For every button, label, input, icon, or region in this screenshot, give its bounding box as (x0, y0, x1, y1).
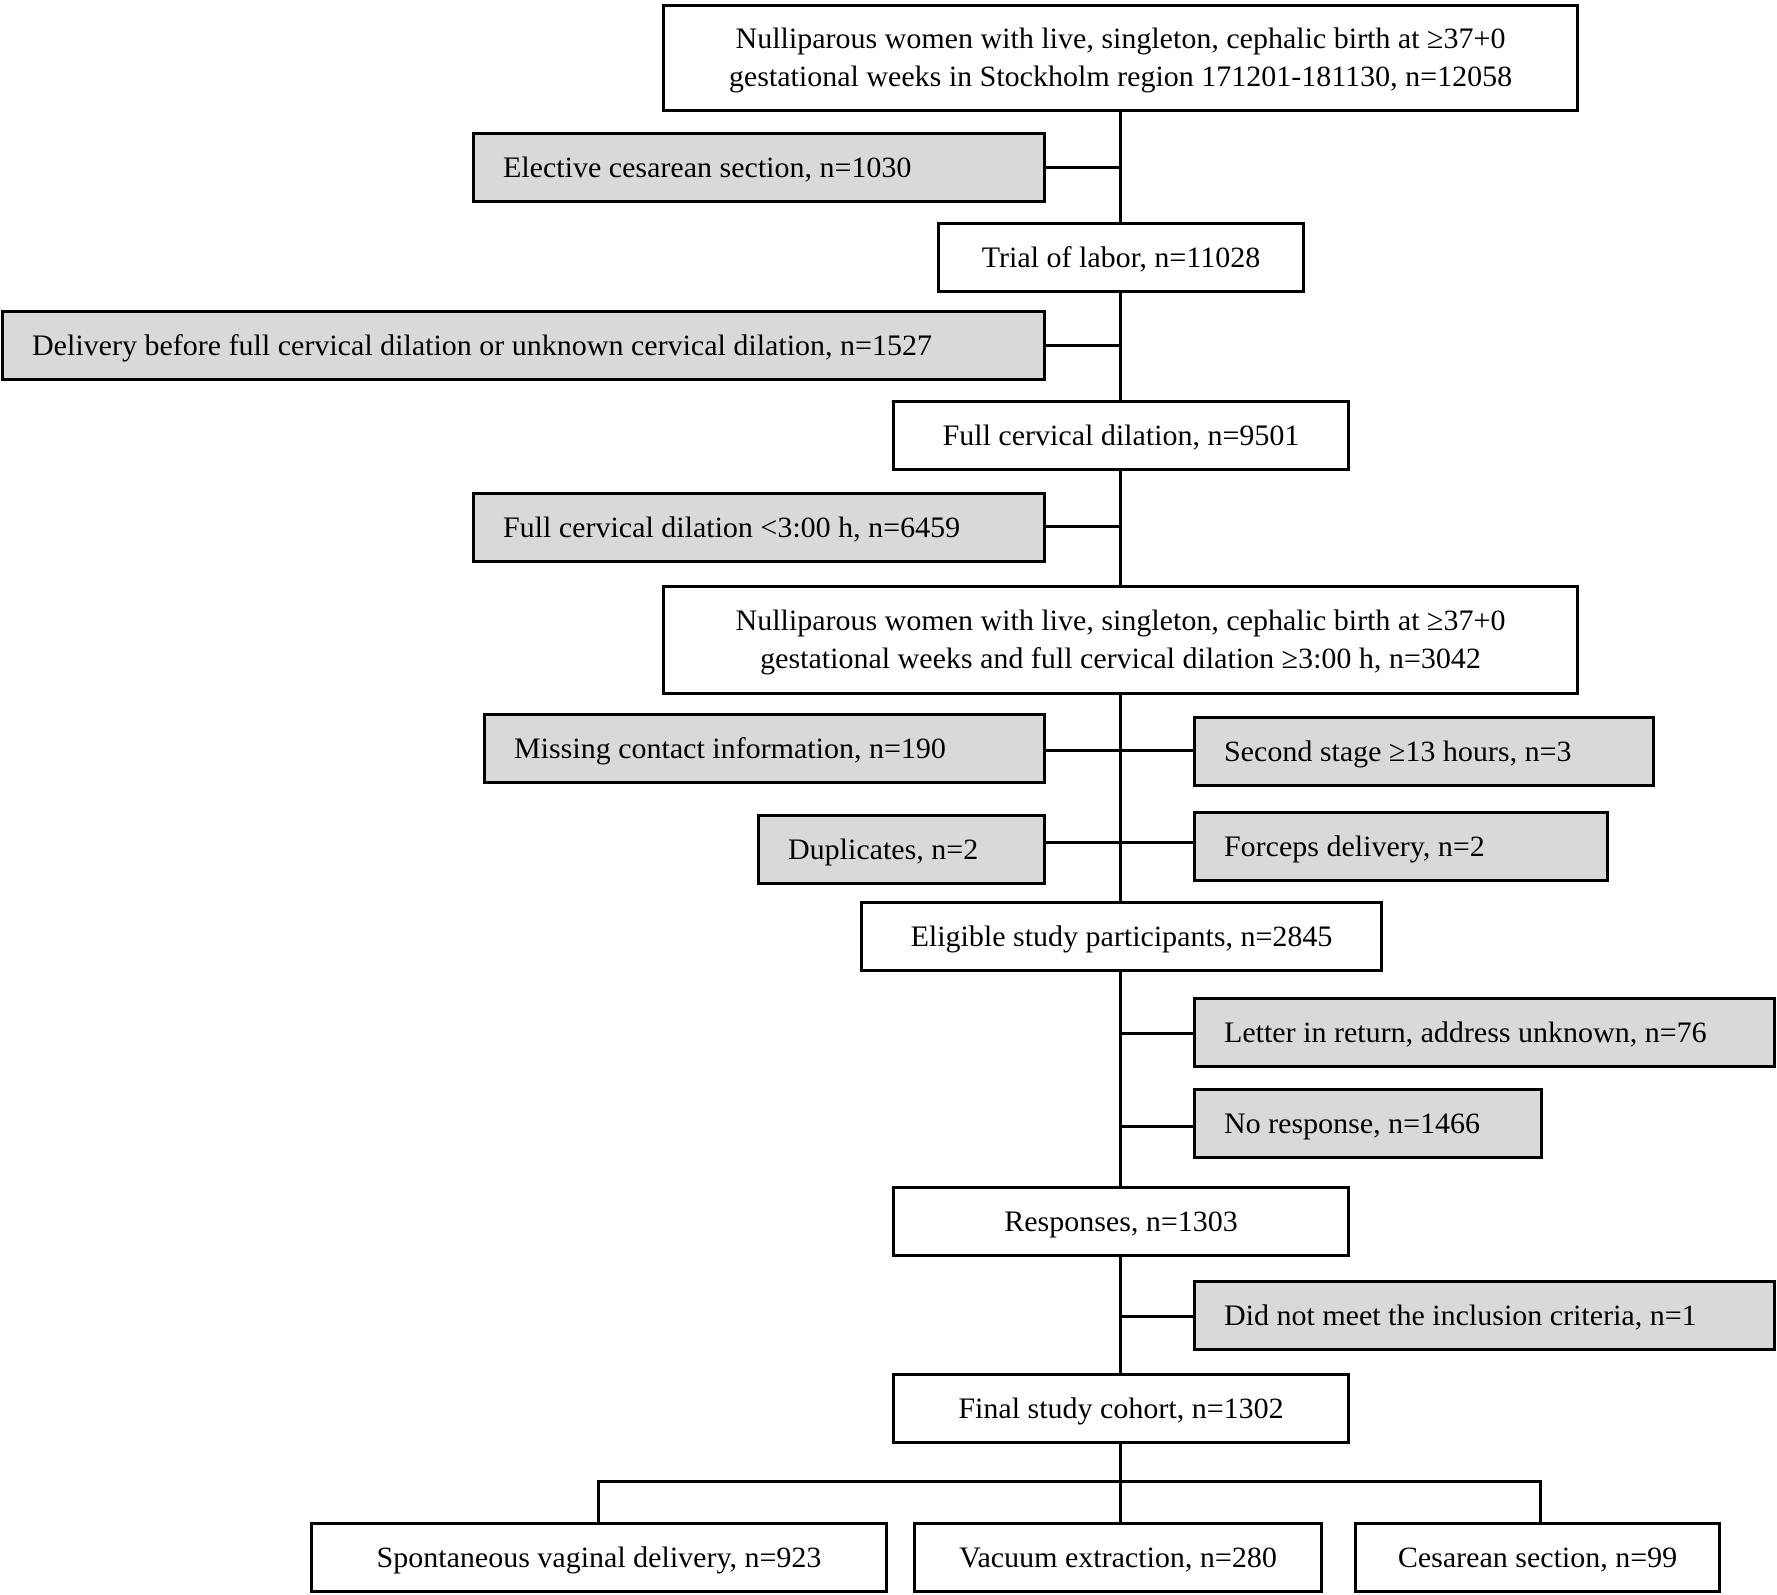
connector-missing-contact (1044, 749, 1121, 752)
delivery-before-full-box: Delivery before full cervical dilation o… (1, 310, 1046, 381)
responses-box: Responses, n=1303 (892, 1186, 1350, 1257)
connector-second-stage (1119, 749, 1195, 752)
letter-return-box: Letter in return, address unknown, n=76 (1193, 997, 1776, 1068)
no-response-box: No response, n=1466 (1193, 1088, 1543, 1159)
main-spine-line (1119, 110, 1122, 1470)
population-line-2: gestational weeks in Stockholm region 17… (728, 60, 1513, 93)
connector-not-meet-criteria (1119, 1315, 1195, 1318)
cesarean-box: Cesarean section, n=99 (1354, 1522, 1721, 1593)
population-box: Nulliparous women with live, singleton, … (662, 4, 1579, 112)
split-drop-right (1539, 1480, 1542, 1522)
second-stage-box: Second stage ≥13 hours, n=3 (1193, 716, 1655, 787)
subpopulation-box: Nulliparous women with live, singleton, … (662, 585, 1579, 695)
connector-delivery-before-full (1044, 344, 1121, 347)
vacuum-box: Vacuum extraction, n=280 (913, 1522, 1323, 1593)
full-dilation-lt3-box: Full cervical dilation <3:00 h, n=6459 (472, 492, 1046, 563)
connector-letter-return (1119, 1032, 1195, 1035)
elective-cs-box: Elective cesarean section, n=1030 (472, 132, 1046, 203)
subpopulation-line-2: gestational weeks and full cervical dila… (760, 642, 1481, 675)
connector-forceps (1119, 841, 1195, 844)
connector-duplicates (1044, 841, 1121, 844)
final-cohort-box: Final study cohort, n=1302 (892, 1373, 1350, 1444)
trial-of-labor-box: Trial of labor, n=11028 (937, 222, 1305, 293)
connector-full-dilation-lt3 (1044, 525, 1121, 528)
full-dilation-box: Full cervical dilation, n=9501 (892, 400, 1350, 471)
not-meet-criteria-box: Did not meet the inclusion criteria, n=1 (1193, 1280, 1776, 1351)
subpopulation-line-1: Nulliparous women with live, singleton, … (735, 604, 1506, 637)
connector-elective-cs (1044, 166, 1121, 169)
spontaneous-box: Spontaneous vaginal delivery, n=923 (310, 1522, 888, 1593)
missing-contact-box: Missing contact information, n=190 (483, 713, 1046, 784)
split-drop-left (597, 1480, 600, 1522)
split-horizontal-line (597, 1480, 1542, 1483)
eligible-box: Eligible study participants, n=2845 (860, 901, 1383, 972)
split-drop-middle (1119, 1468, 1122, 1522)
population-line-1: Nulliparous women with live, singleton, … (735, 22, 1506, 55)
forceps-box: Forceps delivery, n=2 (1193, 811, 1609, 882)
duplicates-box: Duplicates, n=2 (757, 814, 1046, 885)
connector-no-response (1119, 1125, 1195, 1128)
